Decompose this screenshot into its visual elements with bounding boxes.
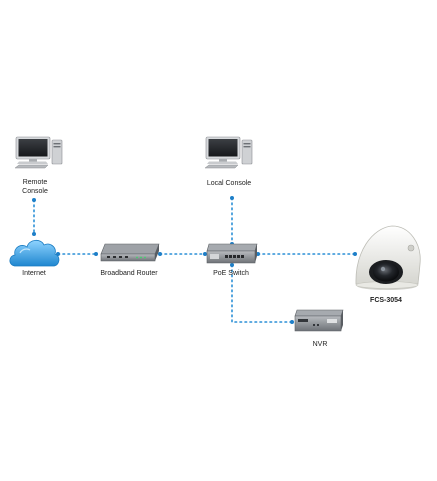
remote-console-label: Remote Console <box>22 179 48 195</box>
broadband-router-icon <box>100 243 160 262</box>
poe-switch-icon <box>206 243 258 264</box>
broadband-router-label: Broadband Router <box>100 270 158 277</box>
nvr-icon <box>294 309 344 332</box>
local-console-desktop-computer-icon <box>204 136 253 169</box>
remote-console-desktop-computer-icon <box>14 136 63 169</box>
internet-label: Internet <box>22 270 46 277</box>
dome-camera-icon <box>355 225 421 290</box>
internet-cloud-icon <box>9 239 60 267</box>
connections <box>33 197 356 323</box>
poe-switch-label: PoE Switch <box>213 270 249 277</box>
link-switch-nvr <box>231 264 293 323</box>
camera-model-label: FCS-3054 <box>370 297 402 304</box>
local-console-label: Local Console <box>206 180 252 187</box>
connection-dots <box>32 196 357 324</box>
nvr-label: NVR <box>312 341 328 348</box>
